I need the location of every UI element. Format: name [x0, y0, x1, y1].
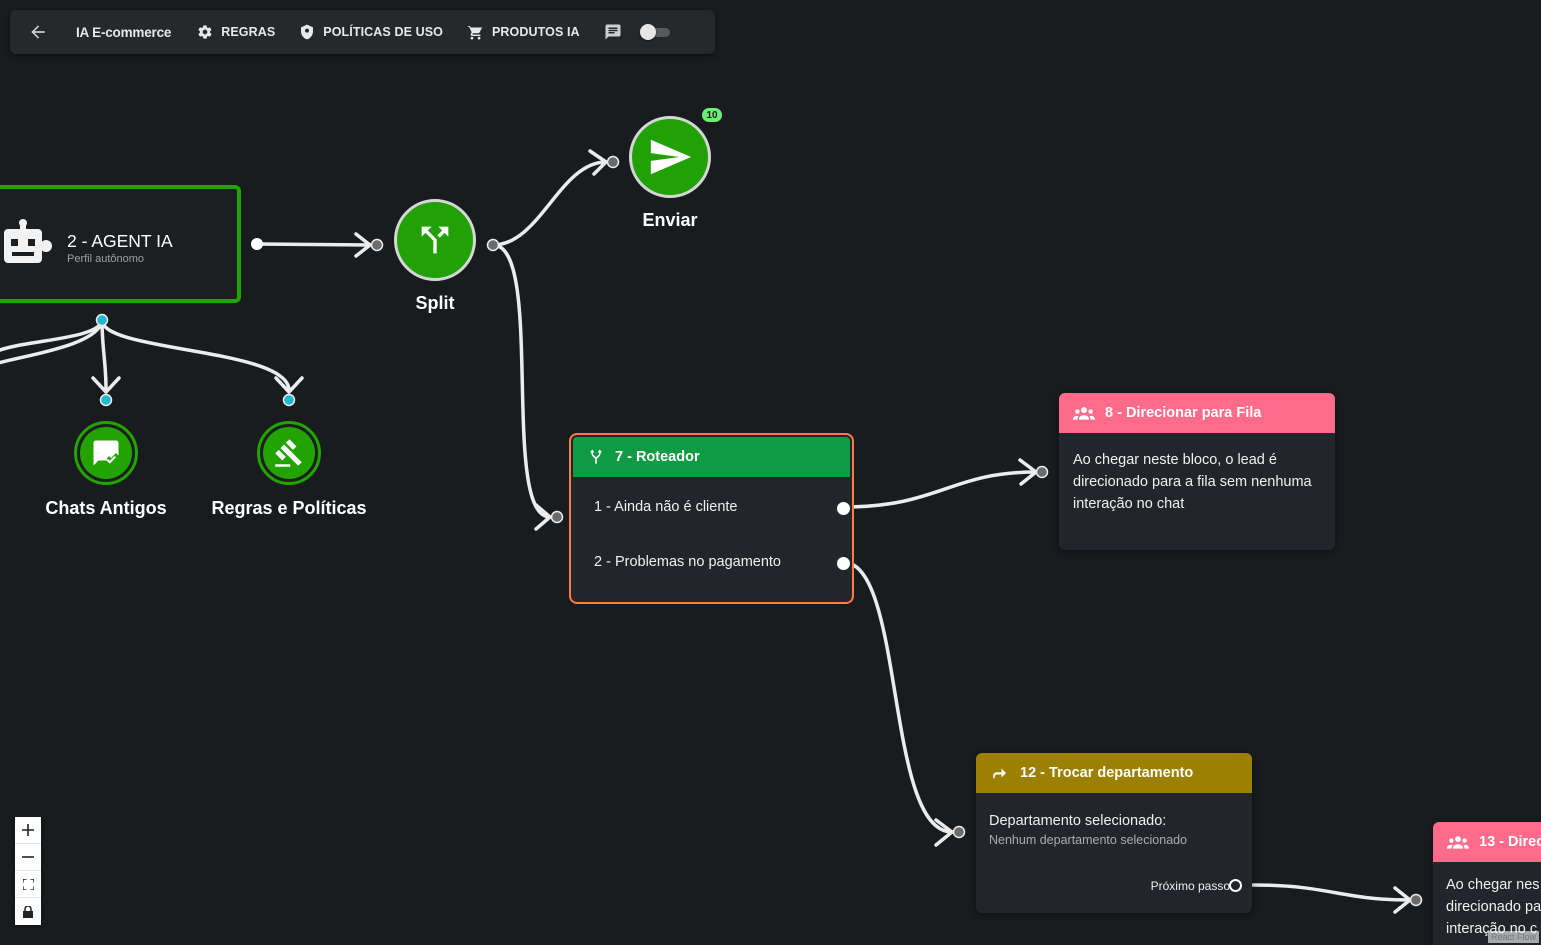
agent-title: 2 - AGENT IA: [67, 231, 173, 251]
queue-13-description: Ao chegar nes direcionado pa interação n…: [1446, 877, 1541, 937]
change-department-header: 12 - Trocar departamento: [976, 753, 1252, 793]
queue-8-header: 8 - Direcionar para Fila: [1059, 393, 1335, 433]
queue-8-description: Ao chegar neste bloco, o lead é direcion…: [1073, 452, 1312, 512]
router-header: 7 - Roteador: [573, 437, 850, 477]
split-label: Split: [415, 293, 455, 313]
edge-agent-rules: [100, 318, 291, 392]
edge-arrow: [354, 232, 372, 258]
edge-router-queue8: [841, 470, 1038, 509]
send-icon: [650, 139, 692, 175]
shield-icon: [301, 24, 314, 40]
ai-products-menu-button[interactable]: PRODUTOS IA: [467, 24, 580, 41]
agent-subtitle: Perfil autônomo: [67, 253, 145, 265]
edge-arrow: [534, 503, 552, 531]
usage-policies-menu-button[interactable]: POLÍTICAS DE USO: [299, 24, 443, 40]
edge-agent-chats: [100, 318, 108, 392]
router-option-2[interactable]: 2 - Problemas no pagamento: [594, 554, 781, 570]
source-handle: [251, 238, 263, 250]
gear-icon: [198, 25, 212, 39]
toggle-track: [643, 28, 670, 37]
chat-icon[interactable]: [604, 23, 622, 41]
react-flow-attribution[interactable]: React Flow: [1487, 931, 1539, 943]
zoom-out-icon[interactable]: [15, 844, 41, 871]
zoom-controls: [15, 817, 41, 925]
edge-arrow: [91, 376, 121, 394]
fork-icon: [590, 449, 602, 464]
agent-ia-node[interactable]: 2 - AGENT IA Perfil autônomo: [0, 185, 241, 303]
queue-13-title: 13 - Direc: [1479, 834, 1541, 850]
send-label: Enviar: [642, 210, 698, 230]
flow-title[interactable]: IA E-commerce: [76, 24, 172, 40]
next-step-label: Próximo passo: [1150, 879, 1230, 893]
split-icon: [421, 226, 449, 254]
edge-dept12-queue13: [1251, 883, 1412, 902]
robot-icon: [2, 219, 54, 276]
group-icon: [1447, 836, 1469, 849]
edge-split-router: [491, 243, 552, 519]
router-node[interactable]: 7 - Roteador 1 - Ainda não é cliente 2 -…: [569, 433, 854, 604]
redirect-arrow-icon: [993, 768, 1006, 779]
change-department-node[interactable]: 12 - Trocar departamento Departamento se…: [976, 753, 1252, 913]
department-label: Departamento selecionado:: [989, 813, 1167, 829]
rules-label: REGRAS: [221, 25, 276, 39]
edge-arrow: [588, 149, 608, 176]
next-step-handle[interactable]: [1229, 879, 1242, 892]
router-title: 7 - Roteador: [615, 449, 700, 465]
chat-check-icon: [93, 440, 119, 466]
old-chats-node[interactable]: [74, 421, 138, 485]
router-option-1[interactable]: 1 - Ainda não é cliente: [594, 499, 738, 515]
toggle-thumb: [639, 24, 656, 40]
lock-icon[interactable]: [15, 898, 41, 925]
cart-icon: [467, 24, 483, 40]
rules-policies-label: Regras e Políticas: [211, 498, 367, 518]
edge-agent-offscreen: [0, 318, 104, 365]
department-value: Nenhum departamento selecionado: [989, 833, 1188, 847]
rules-menu-button[interactable]: REGRAS: [197, 24, 275, 40]
source-handle: [95, 313, 109, 327]
target-handle: [606, 155, 620, 169]
edge-arrow: [274, 376, 304, 394]
change-department-title: 12 - Trocar departamento: [1020, 765, 1194, 781]
send-node[interactable]: [629, 116, 711, 198]
fit-view-icon[interactable]: [15, 871, 41, 898]
queue-8-node[interactable]: 8 - Direcionar para Fila Ao chegar neste…: [1059, 393, 1335, 550]
edge-router-dept12: [841, 560, 954, 834]
group-icon: [1073, 407, 1095, 420]
gavel-icon: [275, 439, 302, 467]
top-toolbar: IA E-commerce REGRAS POLÍTICAS DE USO PR…: [10, 10, 715, 54]
send-count-badge: 10: [700, 106, 724, 124]
target-handle: [1035, 465, 1049, 479]
router-option-2-handle[interactable]: [837, 557, 850, 570]
queue-13-header: 13 - Direc: [1433, 822, 1541, 862]
arrow-left-icon[interactable]: [26, 20, 50, 44]
target-handle: [282, 393, 296, 407]
edge-agent-split: [255, 242, 372, 247]
rules-policies-node[interactable]: [257, 421, 321, 485]
queue-8-title: 8 - Direcionar para Fila: [1105, 405, 1262, 421]
zoom-in-icon[interactable]: [15, 817, 41, 844]
target-handle: [550, 510, 564, 524]
edge-arrow: [934, 818, 954, 847]
target-handle: [370, 238, 384, 252]
mode-toggle[interactable]: [639, 24, 672, 40]
target-handle: [1409, 893, 1423, 907]
old-chats-label: Chats Antigos: [45, 498, 167, 518]
queue-13-node[interactable]: 13 - Direc Ao chegar nes direcionado pa …: [1433, 822, 1541, 945]
target-handle: [952, 825, 966, 839]
target-handle: [99, 393, 113, 407]
usage-policies-label: POLÍTICAS DE USO: [323, 25, 443, 39]
split-node[interactable]: [394, 199, 476, 281]
edge-split-send: [491, 160, 608, 247]
source-handle: [486, 238, 500, 252]
ai-products-label: PRODUTOS IA: [491, 25, 580, 39]
router-option-1-handle[interactable]: [837, 502, 850, 515]
